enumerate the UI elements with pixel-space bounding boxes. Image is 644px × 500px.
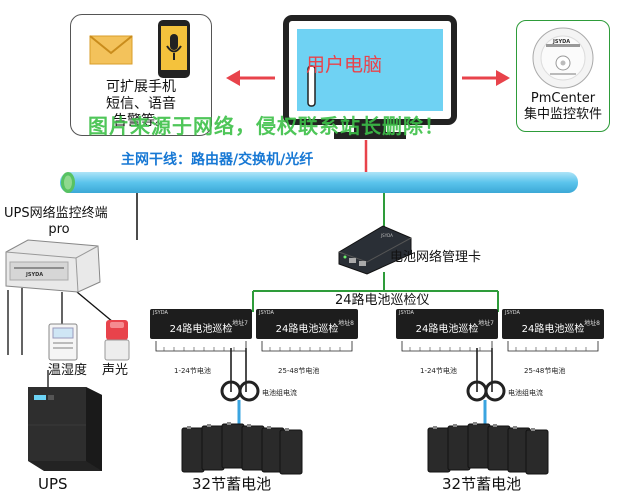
notify-line-3: 告警等。 xyxy=(113,113,169,129)
sense-lines-right xyxy=(476,348,493,392)
ups-label: UPS xyxy=(38,475,68,493)
notify-line-2: 短信、语音 xyxy=(106,96,176,112)
current-label-left: 电池组电流 xyxy=(262,389,297,397)
battery-label-left: 32节蓄电池 xyxy=(192,475,272,493)
module-brand: JSYDA xyxy=(259,310,274,316)
cd-brand: JSYDA xyxy=(553,39,571,45)
envelope-icon xyxy=(89,35,133,65)
module-brand: JSYDA xyxy=(153,310,168,316)
module-address: 地址7 xyxy=(232,320,248,327)
alarm-light-icon xyxy=(104,320,130,361)
battery-bank-icon xyxy=(181,422,303,475)
range-label-3: 1-24节电池 xyxy=(420,367,457,375)
battery-bank-icon xyxy=(427,422,549,475)
module-title: 24路电池巡检 xyxy=(415,324,479,335)
humidity-label: 温湿度 xyxy=(48,363,88,378)
monitor-icon xyxy=(283,15,457,139)
arrow-to-notify xyxy=(226,70,275,86)
module-title: 24路电池巡检 xyxy=(521,324,585,335)
svg-text:JSYDA: JSYDA xyxy=(380,233,393,238)
module-title: 24路电池巡检 xyxy=(169,324,233,335)
range-label-2: 25-48节电池 xyxy=(278,367,320,375)
module-brand: JSYDA xyxy=(505,310,520,316)
green-bus xyxy=(252,272,499,312)
network-card-icon: JSYDA xyxy=(338,225,412,275)
range-label-1: 1-24节电池 xyxy=(174,367,211,375)
current-sensor-icon xyxy=(466,380,506,402)
phone-voice-icon xyxy=(158,20,190,78)
terminal-wires xyxy=(7,288,114,418)
inspector-module-1: JSYDA 24路电池巡检 地址7 xyxy=(150,309,252,339)
wire-combs xyxy=(155,341,599,352)
notification-box: 可扩展手机 短信、语音 告警等。 xyxy=(70,14,212,136)
humidity-sensor-icon xyxy=(48,323,78,361)
battery-label-right: 32节蓄电池 xyxy=(442,475,522,493)
current-sensor-icon xyxy=(220,380,260,402)
terminal-brand: JSYDA xyxy=(26,272,44,278)
ups-tower-icon xyxy=(28,387,102,471)
cd-line-2: 集中监控软件 xyxy=(523,107,602,122)
monitor-label: 用户电脑 xyxy=(306,54,383,76)
cd-line-1: PmCenter xyxy=(530,91,596,106)
cd-icon xyxy=(532,27,594,89)
module-address: 地址8 xyxy=(584,320,600,327)
range-label-4: 25-48节电池 xyxy=(524,367,566,375)
sound-light-label: 声光 xyxy=(102,363,129,378)
notify-line-1: 可扩展手机 xyxy=(106,79,176,95)
card-label: 电池网络管理卡 xyxy=(390,250,482,265)
inspector-module-4: JSYDA 24路电池巡检 地址8 xyxy=(502,309,604,339)
inspector-module-2: JSYDA 24路电池巡检 地址8 xyxy=(256,309,358,339)
terminal-label-1: UPS网络监控终端 xyxy=(4,206,108,221)
backbone-pipe xyxy=(60,172,578,193)
terminal-label-2: pro xyxy=(48,222,70,237)
module-address: 地址8 xyxy=(338,320,354,327)
inspector-label: 24路电池巡检仪 xyxy=(335,293,430,308)
inspector-module-3: JSYDA 24路电池巡检 地址7 xyxy=(396,309,498,339)
arrow-to-software xyxy=(462,70,510,86)
module-title: 24路电池巡检 xyxy=(275,324,339,335)
module-address: 地址7 xyxy=(478,320,494,327)
software-box: JSYDA PmCenter 集中监控软件 xyxy=(516,20,610,132)
sense-lines-left xyxy=(230,348,247,392)
watermark-text: 图片来源于网络，侵权联系站长删除！ xyxy=(88,114,445,138)
backbone-label: 主网干线：路由器/交换机/光纤 xyxy=(121,152,314,168)
current-label-right: 电池组电流 xyxy=(508,389,543,397)
router-icon xyxy=(5,239,101,293)
module-brand: JSYDA xyxy=(399,310,414,316)
